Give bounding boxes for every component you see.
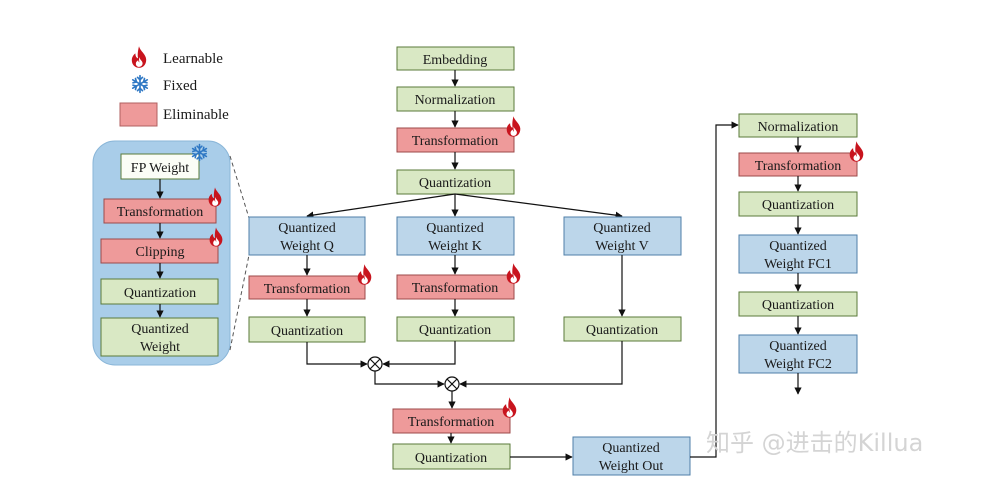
ffn-normalization-box: Normalization [738,113,858,138]
legend: Learnable Fixed Eliminable [119,46,229,127]
embedding-box: Embedding [396,46,515,71]
weight-v-label-line2: Weight V [595,239,648,254]
weight-v-label-line1: Quantized [593,221,651,236]
out-transformation-box: Transformation [392,408,511,434]
ffn-transformation-box: Transformation [738,152,858,177]
k-transformation-label: Transformation [412,281,499,296]
v-quantization-box: Quantization [563,316,682,342]
multiply-circle-icon [444,376,460,392]
arrow [690,121,739,458]
weight-k-label-line1: Quantized [426,221,484,236]
weight-fc1-label-line2: Weight FC1 [764,257,832,272]
eliminable-swatch [119,102,158,127]
flame-icon [502,397,517,418]
legend-eliminable-label: Eliminable [163,107,229,123]
clipping-label: Clipping [135,245,184,260]
q-transformation-box: Transformation [248,275,366,300]
arrow [306,342,368,368]
attn-transformation-box: Transformation [396,127,515,153]
weight-transformation-label: Transformation [117,205,204,220]
weight-transformation-box: Transformation [103,198,217,224]
weight-fc1-label-line1: Quantized [769,239,827,254]
out-transformation-label: Transformation [408,415,495,430]
weight-fc2-label-line1: Quantized [769,339,827,354]
legend-learnable-label: Learnable [163,51,223,67]
weight-quantization-label: Quantization [124,286,196,301]
v-quantization-label: Quantization [586,323,658,338]
arrow [454,193,623,219]
flame-icon [131,46,147,68]
weight-out-label-line2: Weight Out [599,459,664,474]
ffn-normalization-label: Normalization [758,120,839,135]
weight-fc2-box: Quantized Weight FC2 [738,334,858,374]
ffn-transformation-label: Transformation [755,159,842,174]
q-transformation-label: Transformation [264,282,351,297]
weight-fc1-box: Quantized Weight FC1 [738,234,858,274]
attention-block: Embedding Normalization Transformation Q… [248,46,691,476]
weight-q-box: Quantized Weight Q [248,216,366,256]
weight-k-box: Quantized Weight K [396,216,515,256]
quantized-weight-box: Quantized Weight [100,317,219,357]
fp-weight-box: FP Weight [120,153,200,180]
arrow [382,341,456,368]
weight-q-label-line2: Weight Q [280,239,334,254]
arrow [374,371,445,388]
weight-quantization-box: Quantization [100,278,219,305]
snowflake-icon [131,74,149,94]
q-quantization-box: Quantization [248,316,366,343]
arrow [306,193,456,219]
zoom-line-bottom [229,254,250,351]
flame-icon [849,141,864,162]
weight-q-label-line1: Quantized [278,221,336,236]
attn-normalization-box: Normalization [396,86,515,112]
k-transformation-box: Transformation [396,274,515,300]
zoom-line-top [229,155,250,219]
flame-icon [357,264,372,285]
ffn-quantization-2-label: Quantization [762,298,834,313]
ffn-block: Normalization Transformation Quantizatio… [690,113,864,458]
weight-out-box: Quantized Weight Out [572,436,691,476]
q-quantization-label: Quantization [271,324,343,339]
weight-k-label-line2: Weight K [428,239,482,254]
weight-out-label-line1: Quantized [602,441,660,456]
attn-transformation-label: Transformation [412,134,499,149]
quantized-weight-label-line1: Quantized [131,322,189,337]
arrow [459,341,623,388]
embedding-label: Embedding [423,53,488,68]
flame-icon [506,263,521,284]
watermark-text: 知乎 @进击的Killua [706,429,923,457]
attn-normalization-label: Normalization [415,93,496,108]
out-quantization-label: Quantization [415,451,487,466]
ffn-quantization-1-box: Quantization [738,191,858,217]
flame-icon [506,116,521,137]
k-quantization-label: Quantization [419,323,491,338]
weight-detail-panel: FP Weight Transformation Clipping Quanti… [92,140,250,366]
legend-fixed-label: Fixed [163,78,198,94]
fp-weight-label: FP Weight [131,161,189,176]
clipping-box: Clipping [100,238,219,264]
k-quantization-box: Quantization [396,316,515,342]
weight-v-box: Quantized Weight V [563,216,682,256]
multiply-circle-icon [367,356,383,372]
attn-quantization-label: Quantization [419,176,491,191]
quantized-weight-label-line2: Weight [140,340,180,355]
weight-fc2-label-line2: Weight FC2 [764,357,832,372]
out-quantization-box: Quantization [392,443,511,470]
ffn-quantization-1-label: Quantization [762,198,834,213]
ffn-quantization-2-box: Quantization [738,291,858,317]
attn-quantization-box: Quantization [396,169,515,195]
